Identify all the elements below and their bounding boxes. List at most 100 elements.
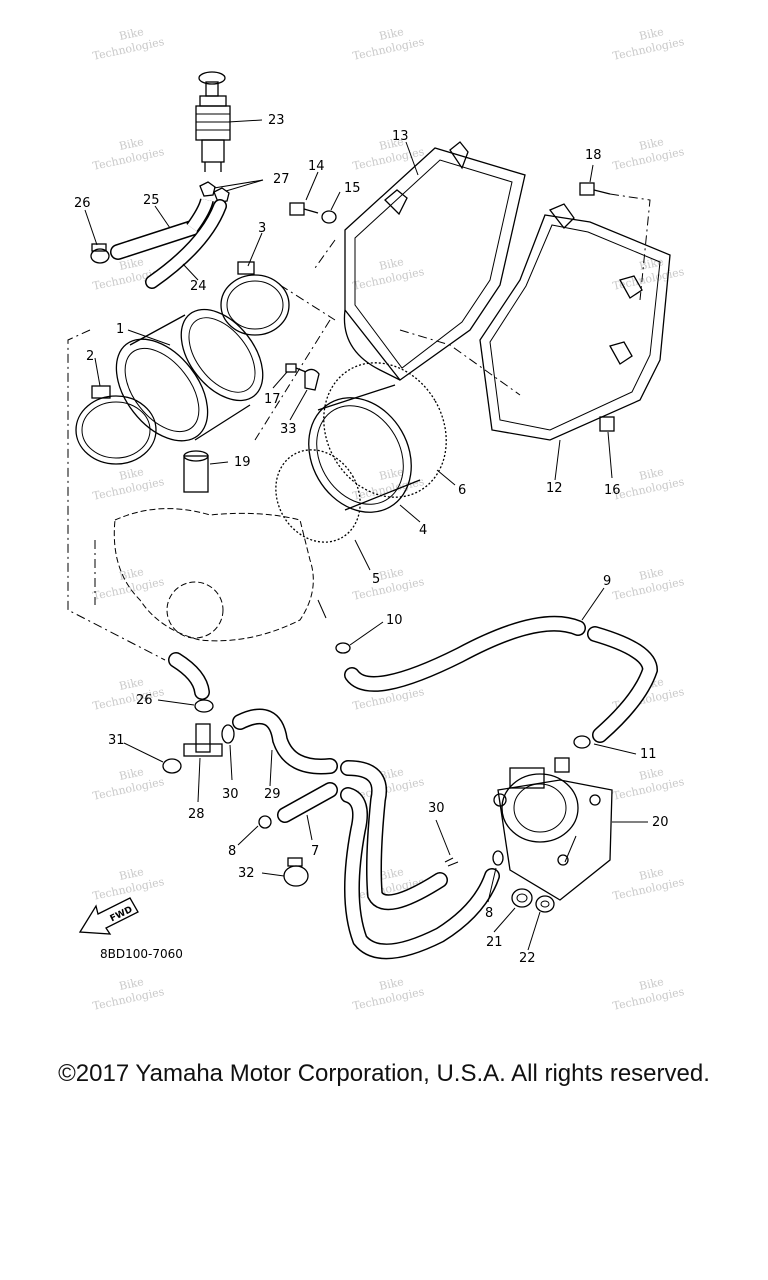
label-part-22: 22: [519, 951, 536, 966]
part-3-clamp: [220, 261, 290, 336]
watermark-text: BikeTechnologies: [89, 671, 166, 713]
part-30-hose-long: [340, 760, 500, 960]
watermark-text: BikeTechnologies: [609, 761, 686, 803]
watermark-text: BikeTechnologies: [609, 971, 686, 1013]
label-part-30-right: 30: [428, 801, 445, 816]
label-part-5: 5: [372, 572, 380, 587]
label-part-31: 31: [108, 733, 125, 748]
label-part-26-top: 26: [74, 196, 91, 211]
part-25-hose: [110, 198, 214, 260]
label-part-2: 2: [86, 349, 94, 364]
label-part-18: 18: [585, 148, 602, 163]
label-part-24: 24: [190, 279, 207, 294]
part-4-joint: [308, 384, 421, 513]
part-16-nut: [599, 416, 615, 432]
watermark-group: BikeTechnologiesBikeTechnologiesBikeTech…: [89, 21, 686, 1013]
part-17-screw: [285, 363, 307, 373]
label-part-17: 17: [264, 392, 281, 407]
exploded-parts-diagram: BikeTechnologiesBikeTechnologiesBikeTech…: [67, 21, 686, 1013]
part-24-hose: [145, 199, 227, 289]
label-part-15: 15: [344, 181, 361, 196]
part-31-clamp: [162, 758, 182, 774]
label-part-28: 28: [188, 807, 205, 822]
part-26-hose-lower: [168, 652, 214, 713]
label-part-14: 14: [308, 159, 325, 174]
part-9-hose: [344, 615, 659, 743]
label-part-7: 7: [311, 844, 319, 859]
part-33-clip: [304, 368, 320, 391]
part-23-switch: [195, 71, 231, 172]
fwd-arrow-icon: FWD: [78, 897, 139, 935]
part-22-collar: [535, 895, 555, 913]
label-part-8-right: 8: [485, 906, 493, 921]
label-part-27: 27: [273, 172, 290, 187]
label-part-1: 1: [116, 322, 124, 337]
label-part-29: 29: [264, 787, 281, 802]
watermark-text: BikeTechnologies: [89, 21, 166, 63]
watermark-text: BikeTechnologies: [349, 561, 426, 603]
label-part-16: 16: [604, 483, 621, 498]
watermark-text: BikeTechnologies: [89, 131, 166, 173]
label-part-30-left: 30: [222, 787, 239, 802]
part-20-pump: [493, 757, 613, 901]
label-part-21: 21: [486, 935, 503, 950]
part-26-clamp-top: [90, 243, 110, 264]
part-12-cover: [479, 203, 671, 441]
part-19-cap: [183, 450, 209, 493]
watermark-text: BikeTechnologies: [89, 461, 166, 503]
part-13-airbox: [343, 141, 526, 381]
label-part-8-left: 8: [228, 844, 236, 859]
label-part-3: 3: [258, 221, 266, 236]
label-part-20: 20: [652, 815, 669, 830]
watermark-text: BikeTechnologies: [89, 861, 166, 903]
label-part-4: 4: [419, 523, 427, 538]
label-part-32: 32: [238, 866, 255, 881]
part-6-seal: [323, 362, 447, 498]
watermark-text: BikeTechnologies: [609, 131, 686, 173]
watermark-text: BikeTechnologies: [89, 971, 166, 1013]
part-21-damper: [511, 888, 533, 908]
part-18-bolt: [579, 182, 611, 196]
label-part-23: 23: [268, 113, 285, 128]
label-part-33: 33: [280, 422, 297, 437]
watermark-text: BikeTechnologies: [609, 251, 686, 293]
assembly-guide-lines: [67, 193, 651, 661]
part-7-hose: [258, 782, 338, 829]
part-14-bolt: [289, 202, 319, 216]
label-part-11: 11: [640, 747, 657, 762]
part-15-washer: [321, 210, 337, 224]
label-part-10: 10: [386, 613, 403, 628]
label-part-9: 9: [603, 574, 611, 589]
watermark-text: BikeTechnologies: [609, 21, 686, 63]
watermark-text: BikeTechnologies: [89, 761, 166, 803]
label-part-19: 19: [234, 455, 251, 470]
watermark-text: BikeTechnologies: [609, 861, 686, 903]
fwd-label: FWD: [109, 905, 135, 924]
part-29-hose: [221, 708, 338, 775]
watermark-text: BikeTechnologies: [349, 251, 426, 293]
watermark-text: BikeTechnologies: [89, 561, 166, 603]
part-27-fittings: [199, 181, 230, 203]
leader-lines: [84, 119, 648, 951]
part-11-clip: [573, 735, 591, 749]
part-2-clamp: [75, 385, 157, 465]
watermark-text: BikeTechnologies: [349, 971, 426, 1013]
part-32-clamp: [283, 857, 309, 887]
label-part-13: 13: [392, 129, 409, 144]
watermark-text: BikeTechnologies: [609, 561, 686, 603]
part-8-clip-right: [492, 850, 504, 866]
copyright-notice: ©2017 Yamaha Motor Corporation, U.S.A. A…: [58, 1060, 710, 1087]
label-part-25: 25: [143, 193, 160, 208]
label-part-26-lower: 26: [136, 693, 153, 708]
part-28-tee: [183, 723, 223, 757]
label-part-12: 12: [546, 481, 563, 496]
engine-outline: [113, 508, 327, 642]
part-number-labels: 23 13 14 15 18 27 25 26 24 3 1 2 19 17 3…: [74, 113, 669, 966]
part-5-oring: [275, 449, 361, 543]
part-1-joint: [115, 308, 264, 442]
label-part-6: 6: [458, 483, 466, 498]
drawing-number: 8BD100-7060: [100, 947, 183, 961]
part-10-clip: [335, 642, 351, 654]
watermark-text: BikeTechnologies: [349, 21, 426, 63]
